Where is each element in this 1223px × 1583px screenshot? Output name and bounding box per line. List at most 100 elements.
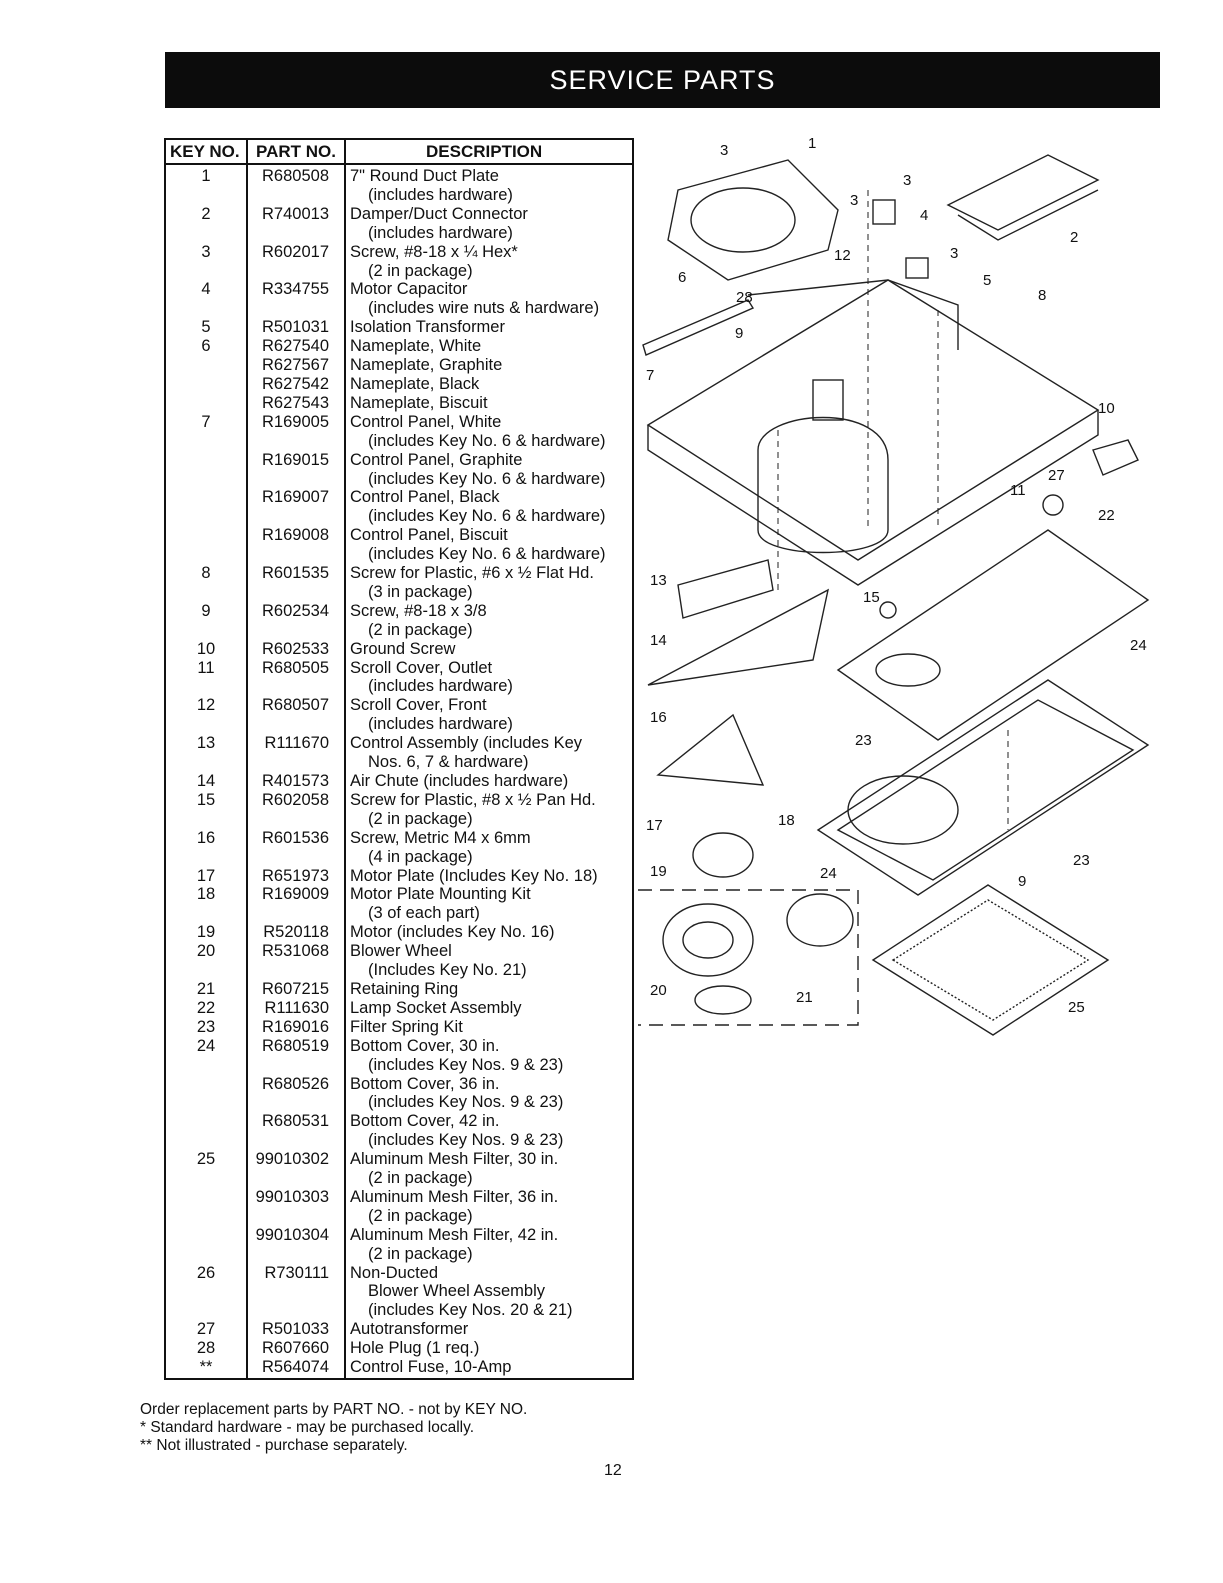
description-line: (includes hardware) <box>368 677 513 696</box>
key-no-cell: 17 <box>196 866 216 885</box>
assembly-guide-lines <box>777 190 1009 830</box>
description-line: Damper/Duct Connector <box>350 204 528 223</box>
description-line: Nameplate, White <box>350 337 482 356</box>
description-cell: Screw for Plastic, #8 x ½ Pan Hd.(2 in p… <box>350 791 632 829</box>
part-no-cell: R111670 <box>264 734 329 753</box>
blower-housing <box>757 416 889 554</box>
part-no-cell: R680531 <box>262 1112 329 1131</box>
description-line: Nos. 6, 7 & hardware) <box>368 753 529 772</box>
capacitor-shape <box>872 199 896 225</box>
page-banner: SERVICE PARTS <box>165 52 1160 108</box>
part-no-cell: R602533 <box>262 639 329 658</box>
callout-number: 28 <box>736 289 753 306</box>
key-no-cell: 24 <box>196 1036 216 1055</box>
part-no-cell: R602058 <box>262 790 329 809</box>
lower-bottom-cover <box>816 679 1150 896</box>
callout-number: 22 <box>1098 507 1115 524</box>
description-cell: Motor Plate Mounting Kit(3 of each part) <box>350 885 632 923</box>
description-line: Aluminum Mesh Filter, 30 in. <box>350 1150 559 1169</box>
footnote: * Standard hardware - may be purchased l… <box>140 1419 474 1436</box>
key-no-cell: 19 <box>196 923 216 942</box>
description-cell: Bottom Cover, 36 in.(includes Key Nos. 9… <box>350 1075 632 1113</box>
key-no-cell: 15 <box>196 790 216 809</box>
description-line: Bottom Cover, 36 in. <box>350 1074 500 1093</box>
key-no-cell: 20 <box>196 942 216 961</box>
description-line: Hole Plug (1 req.) <box>350 1339 480 1358</box>
key-no-cell: 27 <box>196 1320 216 1339</box>
blower-wheel-outer <box>662 903 754 977</box>
part-no-cell: 99010304 <box>255 1225 329 1244</box>
callout-number: 13 <box>650 572 667 589</box>
callout-number: 6 <box>678 269 686 286</box>
part-no-cell: R169007 <box>262 488 329 507</box>
callout-number: 3 <box>950 245 958 262</box>
description-line: Screw, Metric M4 x 6mm <box>350 828 531 847</box>
part-no-cell: R169005 <box>262 412 329 431</box>
description-cell: Control Fuse, 10-Amp <box>350 1358 632 1377</box>
part-no-cell: R531068 <box>262 942 329 961</box>
description-cell: Screw for Plastic, #6 x ½ Flat Hd.(3 in … <box>350 564 632 602</box>
description-line: Air Chute (includes hardware) <box>350 772 569 790</box>
ring-small-shape <box>694 985 752 1015</box>
motor-plate-shape <box>656 713 765 786</box>
description-cell: Control Panel, White(includes Key No. 6 … <box>350 413 632 451</box>
key-no-cell: 11 <box>197 658 215 677</box>
description-line: Blower Wheel Assembly <box>368 1282 545 1301</box>
description-line: (includes hardware) <box>368 185 513 204</box>
callout-number: 7 <box>646 367 654 384</box>
key-no-cell: 18 <box>196 885 216 904</box>
key-no-cell: 3 <box>201 242 211 261</box>
bottom-cover-hole <box>847 775 959 845</box>
part-no-cell: R520118 <box>263 923 329 942</box>
callout-number: 14 <box>650 632 667 649</box>
description-line: Aluminum Mesh Filter, 42 in. <box>350 1225 559 1244</box>
description-line: Motor Plate (Includes Key No. 18) <box>350 866 598 885</box>
key-no-cell: 12 <box>196 696 216 715</box>
description-cell: Air Chute (includes hardware) <box>350 772 632 791</box>
description-line: Control Fuse, 10-Amp <box>350 1358 512 1377</box>
description-cell: Aluminum Mesh Filter, 30 in.(2 in packag… <box>350 1150 632 1188</box>
header-part-no: PART NO. <box>256 142 336 161</box>
description-cell: Screw, #8-18 x 3/8(2 in package) <box>350 602 632 640</box>
description-cell: Lamp Socket Assembly <box>350 999 632 1018</box>
part-no-cell: R169016 <box>262 1017 329 1036</box>
key-no-cell: 23 <box>196 1017 216 1036</box>
part-no-cell: R111630 <box>264 998 329 1017</box>
callout-number: 16 <box>650 709 667 726</box>
blower-wheel-inner <box>682 921 734 959</box>
description-line: Lamp Socket Assembly <box>350 998 522 1017</box>
callout-number: 24 <box>820 865 837 882</box>
part-no-cell: R601535 <box>262 564 329 583</box>
description-cell: Isolation Transformer <box>350 318 632 337</box>
part-no-cell: R501031 <box>262 318 329 337</box>
description-line: Autotransformer <box>350 1320 469 1339</box>
column-divider <box>344 140 346 1378</box>
non-ducted-kit-box <box>638 889 859 1026</box>
scroll-cover <box>812 379 844 421</box>
hood-back-panel <box>747 279 959 350</box>
description-cell: Control Panel, Graphite(includes Key No.… <box>350 451 632 489</box>
description-cell: Aluminum Mesh Filter, 42 in.(2 in packag… <box>350 1226 632 1264</box>
description-line: (4 in package) <box>368 847 473 866</box>
part-no-cell: R602534 <box>262 601 329 620</box>
part-no-cell: R601536 <box>262 828 329 847</box>
